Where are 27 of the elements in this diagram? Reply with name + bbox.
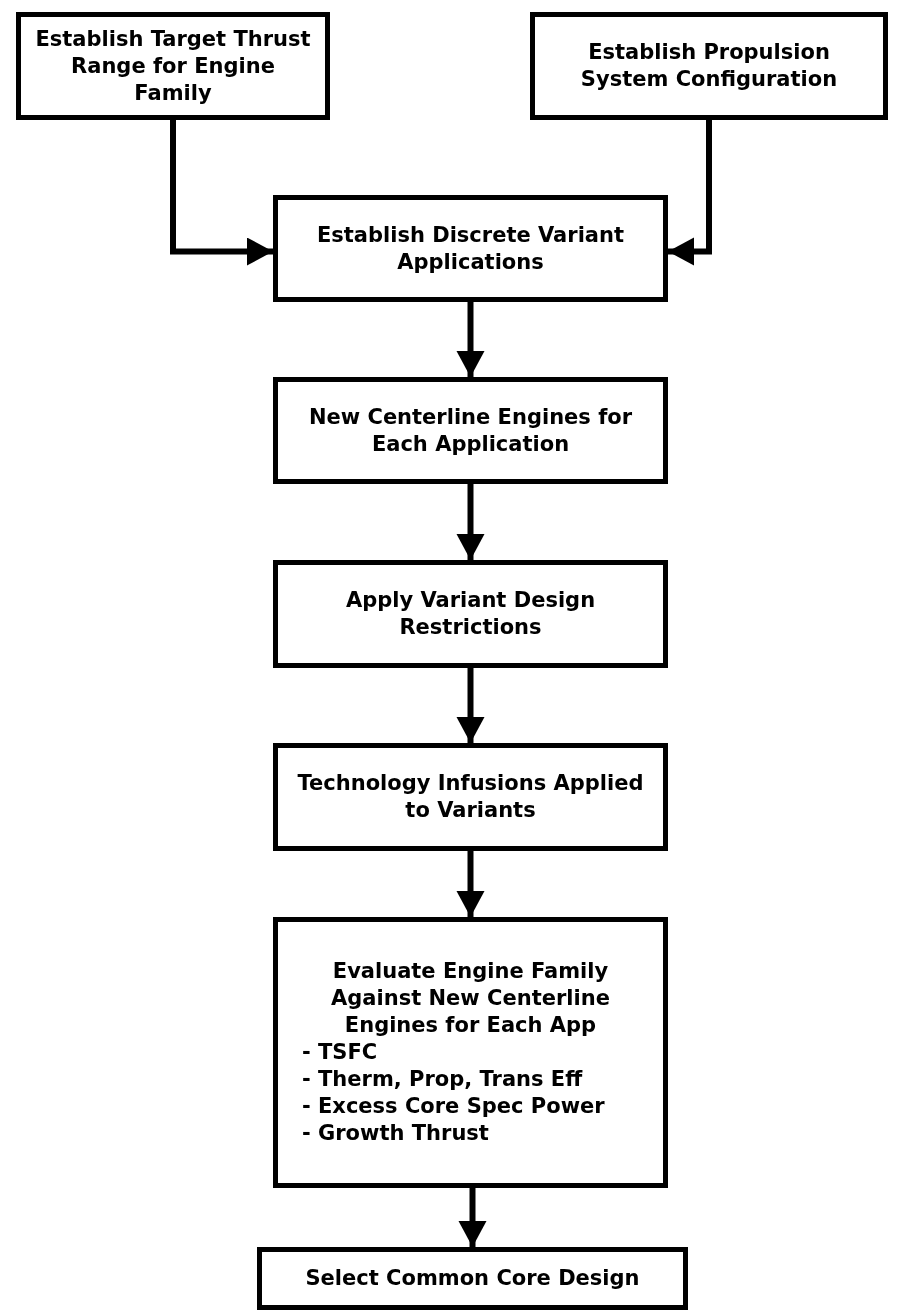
box-text: Establish Propulsion System Configuration — [579, 39, 839, 93]
arrow — [170, 120, 273, 266]
process-box — [16, 12, 330, 120]
list-item: - TSFC — [301, 1039, 379, 1066]
arrow — [458, 1188, 487, 1247]
arrow — [456, 851, 485, 917]
list-item: - Therm, Prop, Trans Eff — [301, 1066, 584, 1093]
process-box — [273, 195, 668, 302]
process-box — [257, 1247, 688, 1310]
box-text: Establish Target Thrust Range for Engine Family — [34, 25, 312, 107]
process-box — [273, 560, 668, 668]
arrow — [456, 484, 485, 560]
process-box — [273, 743, 668, 851]
arrow — [456, 668, 485, 743]
box-text: Technology Infusions Applied to Variants — [296, 770, 645, 824]
list-item: - Excess Core Spec Power — [301, 1093, 606, 1120]
process-box — [273, 917, 668, 1188]
arrow — [456, 302, 485, 377]
box-text: Apply Variant Design Restrictions — [344, 587, 597, 641]
arrow — [668, 120, 712, 266]
process-box — [530, 12, 888, 120]
box-text: Select Common Core Design — [304, 1265, 641, 1292]
box-text: Establish Discrete Variant Applications — [316, 221, 625, 276]
process-box — [273, 377, 668, 484]
box-text: Evaluate Engine Family Against New Centerline Engines for Each App — [330, 958, 611, 1039]
list-item: - Growth Thrust — [301, 1120, 490, 1147]
box-text: New Centerline Engines for Each Application — [307, 403, 634, 458]
